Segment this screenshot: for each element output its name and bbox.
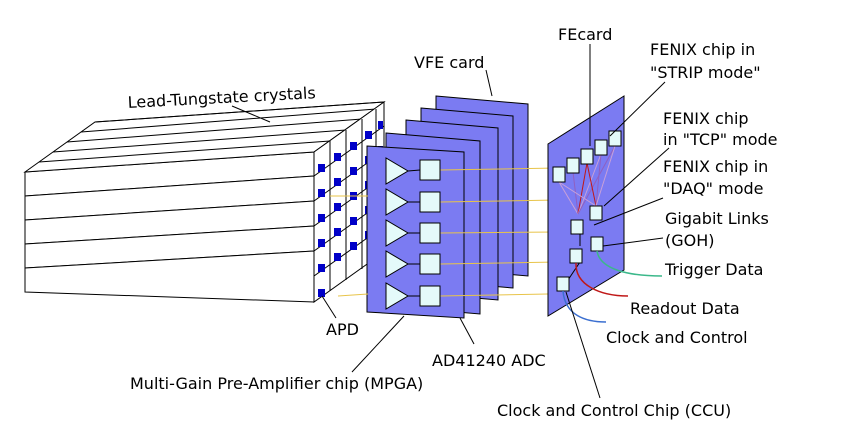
adc-chip-2 [419,191,441,213]
label-ccu: Clock and Control Chip (CCU) [497,401,731,420]
signal-lines [330,167,559,297]
clock-control-line [562,290,607,323]
fenix-chips [552,130,622,292]
fenix-strip-chip-1 [552,166,566,183]
mpga-triangle-1 [385,157,409,185]
mpga-chips [385,157,409,310]
crystal-bundle [23,101,386,303]
adc-chip-1 [419,159,441,181]
fenix-strip-chip-4 [594,139,608,156]
label-fenix-tcp-line2: in "TCP" mode [663,130,778,149]
fenix-daq-chip [570,219,584,235]
label-adc: AD41240 ADC [432,351,546,370]
readout-data-line [575,262,629,297]
mpga-triangle-3 [385,219,409,247]
label-gigabit-line1: Gigabit Links [665,209,769,228]
label-fenix-strip-line2: "STRIP mode" [650,63,761,82]
fenix-strip-chip-2 [566,157,580,174]
label-fecard: FEcard [558,25,612,44]
fenix-strip-chip-5 [608,130,622,147]
fenix-connections [558,145,616,281]
fenix-tcp-chip [589,205,603,221]
fenix-strip-chip-3 [580,148,594,165]
label-fenix-tcp-line1: FENIX chip [663,109,749,128]
mpga-triangle-2 [385,188,409,216]
apd-highlight [318,289,325,297]
label-apd: APD [326,320,359,339]
label-fenix-daq-line1: FENIX chip in [663,157,768,176]
label-fenix-strip-line1: FENIX chip in [650,40,755,59]
mpga-triangle-5 [385,282,409,310]
ccu-chip [556,276,570,292]
adc-chip-3 [419,222,441,244]
trigger-data-line [596,250,663,277]
label-crystals: Lead-Tungstate crystals [127,83,316,112]
label-clock-control: Clock and Control [606,328,748,347]
mpga-triangle-4 [385,250,409,278]
label-trigger-data: Trigger Data [664,260,763,279]
leader-lines [231,44,670,399]
label-mpga: Multi-Gain Pre-Amplifier chip (MPGA) [130,374,423,393]
vfe-card-1 [366,145,465,319]
adc-chip-4 [419,253,441,275]
label-gigabit-line2: (GOH) [665,231,715,250]
label-vfe-card: VFE card [414,53,484,72]
adc-chip-5 [419,285,441,307]
goh-chip-readout [569,248,583,264]
label-readout-data: Readout Data [630,299,740,318]
label-fenix-daq-line2: "DAQ" mode [663,179,763,198]
goh-chip-trigger [590,236,604,252]
